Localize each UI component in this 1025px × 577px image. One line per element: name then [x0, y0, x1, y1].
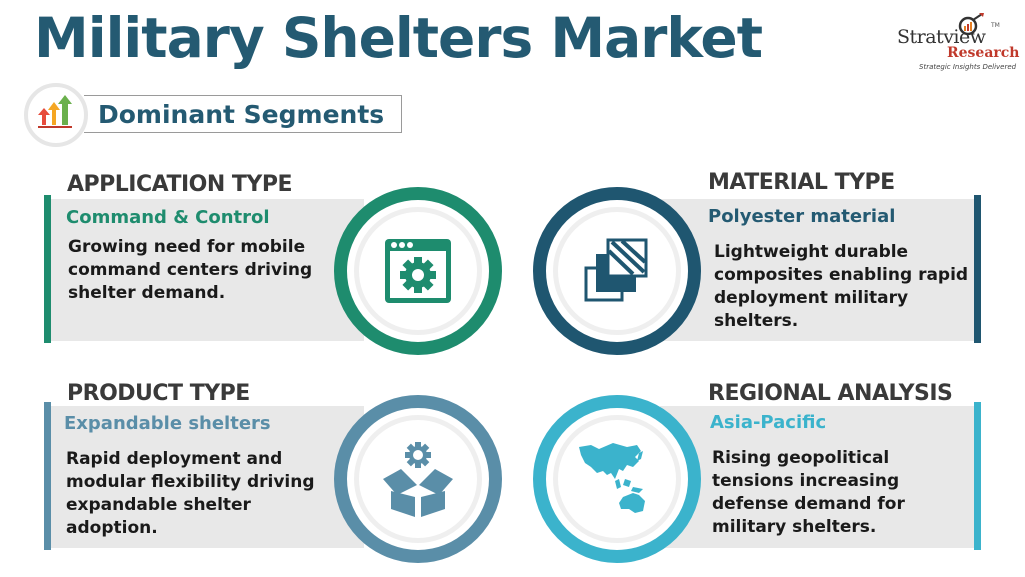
material-type-heading: MATERIAL TYPE: [708, 170, 895, 195]
growth-arrows-icon: [38, 95, 72, 128]
product-type-subtitle: Expandable shelters: [64, 413, 271, 434]
asia-pacific-map-icon: [579, 443, 645, 513]
material-type-description: Lightweight durable composites enabling …: [714, 242, 969, 331]
product-type-icon-ring: [334, 395, 502, 563]
page-title: Military Shelters Market: [34, 6, 763, 70]
regional-analysis-accent-bar: [974, 402, 981, 550]
box-gear-icon: [383, 442, 453, 517]
product-type-accent-bar: [44, 402, 51, 550]
regional-analysis-panel: [660, 406, 976, 548]
logo-name: Stratview: [897, 26, 986, 48]
stratview-logo: Stratview TM Research Strategic Insights…: [893, 8, 1020, 72]
regional-analysis-icon-ring: [533, 395, 701, 563]
dominant-icon-circle: [24, 83, 88, 147]
regional-analysis-subtitle: Asia-Pacific: [710, 412, 827, 433]
logo-trademark: TM: [991, 22, 1000, 29]
application-type-description: Growing need for mobile command centers …: [68, 237, 313, 303]
material-type-accent-bar: [974, 195, 981, 343]
application-type-heading: APPLICATION TYPE: [67, 172, 293, 197]
dominant-segments-label: Dominant Segments: [98, 100, 385, 129]
material-type-subtitle: Polyester material: [708, 206, 896, 227]
browser-gear-icon: [385, 239, 451, 303]
application-type-panel: [44, 199, 364, 341]
logo-subname: Research: [947, 45, 1020, 61]
product-type-heading: PRODUCT TYPE: [67, 381, 250, 406]
material-type-panel: [660, 199, 976, 341]
application-type-icon-ring: [334, 187, 502, 355]
product-type-panel: [44, 406, 364, 548]
layered-material-icon: [584, 238, 648, 302]
product-type-description: Rapid deployment and modular flexibility…: [66, 449, 315, 538]
application-type-accent-bar: [44, 195, 51, 343]
regional-analysis-heading: REGIONAL ANALYSIS: [708, 381, 953, 406]
application-type-subtitle: Command & Control: [66, 207, 270, 228]
regional-analysis-description: Rising geopolitical tensions increasing …: [712, 448, 905, 537]
logo-tagline: Strategic Insights Delivered: [919, 63, 1017, 71]
material-type-icon-ring: [533, 187, 701, 355]
magnifier-chart-icon: [958, 13, 984, 36]
dominant-segments-banner: [84, 95, 402, 133]
